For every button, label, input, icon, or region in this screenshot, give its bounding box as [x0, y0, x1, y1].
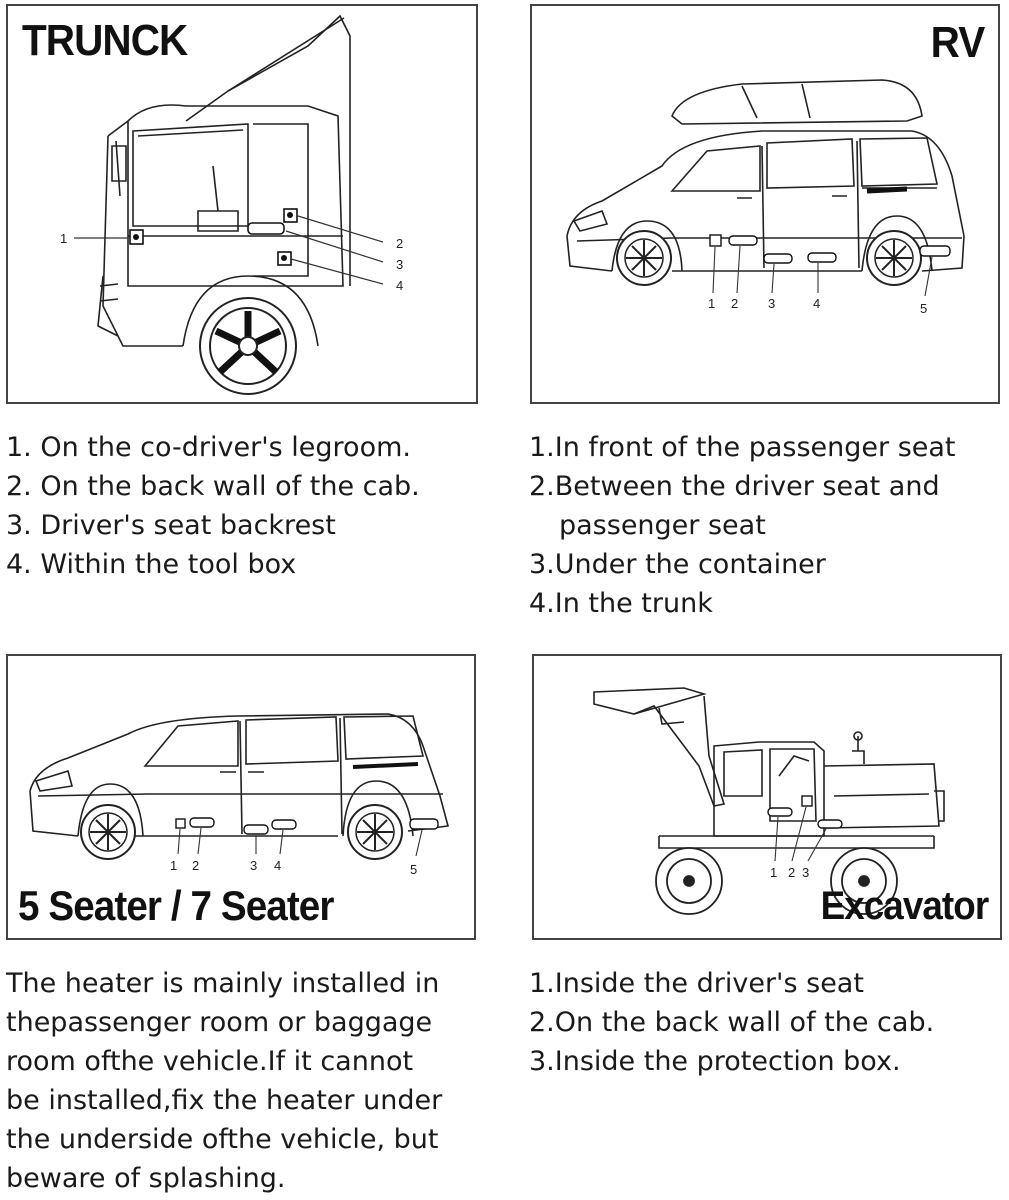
truck-illustration: 1 2 3 4: [60, 14, 403, 395]
rv-panel: 1 2 3 4 5 RV: [530, 4, 1000, 404]
truck-label-2: 2: [396, 236, 403, 251]
truck-label-4: 4: [396, 278, 403, 293]
seater-line-4: be installed,fix the heater under: [6, 1085, 443, 1116]
seater-label-4: 4: [274, 858, 281, 873]
seater-title: 5 Seater / 7 Seater: [18, 882, 334, 929]
excavator-panel: 1 2 3 Excavator: [532, 654, 1002, 940]
rv-description-list: 1.In front of the passenger seat 2.Betwe…: [529, 428, 956, 623]
seater-illustration: 1 2 3 4 5: [29, 713, 450, 877]
seater-label-1: 1: [170, 858, 177, 873]
rv-illustration: 1 2 3 4 5: [566, 79, 965, 316]
excavator-item-2: 2.On the back wall of the cab.: [529, 1007, 935, 1038]
truck-title: TRUNCK: [22, 16, 188, 65]
rv-label-3: 3: [768, 296, 775, 311]
truck-item-1: 1. On the co-driver's legroom.: [6, 432, 411, 463]
rv-label-2: 2: [731, 296, 738, 311]
seater-line-3: room ofthe vehicle.If it cannot: [6, 1046, 414, 1077]
truck-panel: 1 2 3 4 TRUNCK: [6, 4, 478, 404]
excavator-label-2: 2: [788, 865, 795, 880]
seater-label-3: 3: [250, 858, 257, 873]
seater-label-5: 5: [410, 862, 417, 877]
excavator-illustration: 1 2 3: [593, 687, 945, 915]
rv-item-3: 3.Under the container: [529, 549, 826, 580]
truck-description-list: 1. On the co-driver's legroom. 2. On the…: [6, 428, 420, 584]
excavator-title: Excavator: [820, 884, 989, 928]
rv-item-2: 2.Between the driver seat and: [529, 471, 940, 502]
rv-label-4: 4: [813, 296, 820, 311]
rv-item-2-cont: passenger seat: [559, 510, 766, 541]
seater-line-1: The heater is mainly installed in: [6, 968, 440, 999]
truck-item-2: 2. On the back wall of the cab.: [6, 471, 420, 502]
seater-line-2: thepassenger room or baggage: [6, 1007, 433, 1038]
excavator-description-list: 1.Inside the driver's seat 2.On the back…: [529, 964, 934, 1081]
seater-label-2: 2: [192, 858, 199, 873]
excavator-label-1: 1: [770, 865, 777, 880]
rv-title: RV: [930, 18, 985, 67]
seater-line-5: the underside ofthe vehicle, but: [6, 1124, 439, 1155]
seater-line-6: beware of splashing.: [6, 1163, 286, 1194]
truck-item-3: 3. Driver's seat backrest: [6, 510, 336, 541]
excavator-item-1: 1.Inside the driver's seat: [529, 968, 864, 999]
rv-item-1: 1.In front of the passenger seat: [529, 432, 956, 463]
seater-description-list: The heater is mainly installed in thepas…: [6, 964, 442, 1198]
rv-label-5: 5: [920, 301, 927, 316]
rv-item-4: 4.In the trunk: [529, 588, 713, 619]
truck-label-3: 3: [396, 257, 403, 272]
excavator-item-3: 3.Inside the protection box.: [529, 1046, 901, 1077]
excavator-label-3: 3: [802, 865, 809, 880]
truck-label-1: 1: [60, 231, 67, 246]
seater-panel: 1 2 3 4 5 5 Seater / 7 Seater: [6, 654, 476, 940]
truck-item-4: 4. Within the tool box: [6, 549, 297, 580]
rv-label-1: 1: [708, 296, 715, 311]
